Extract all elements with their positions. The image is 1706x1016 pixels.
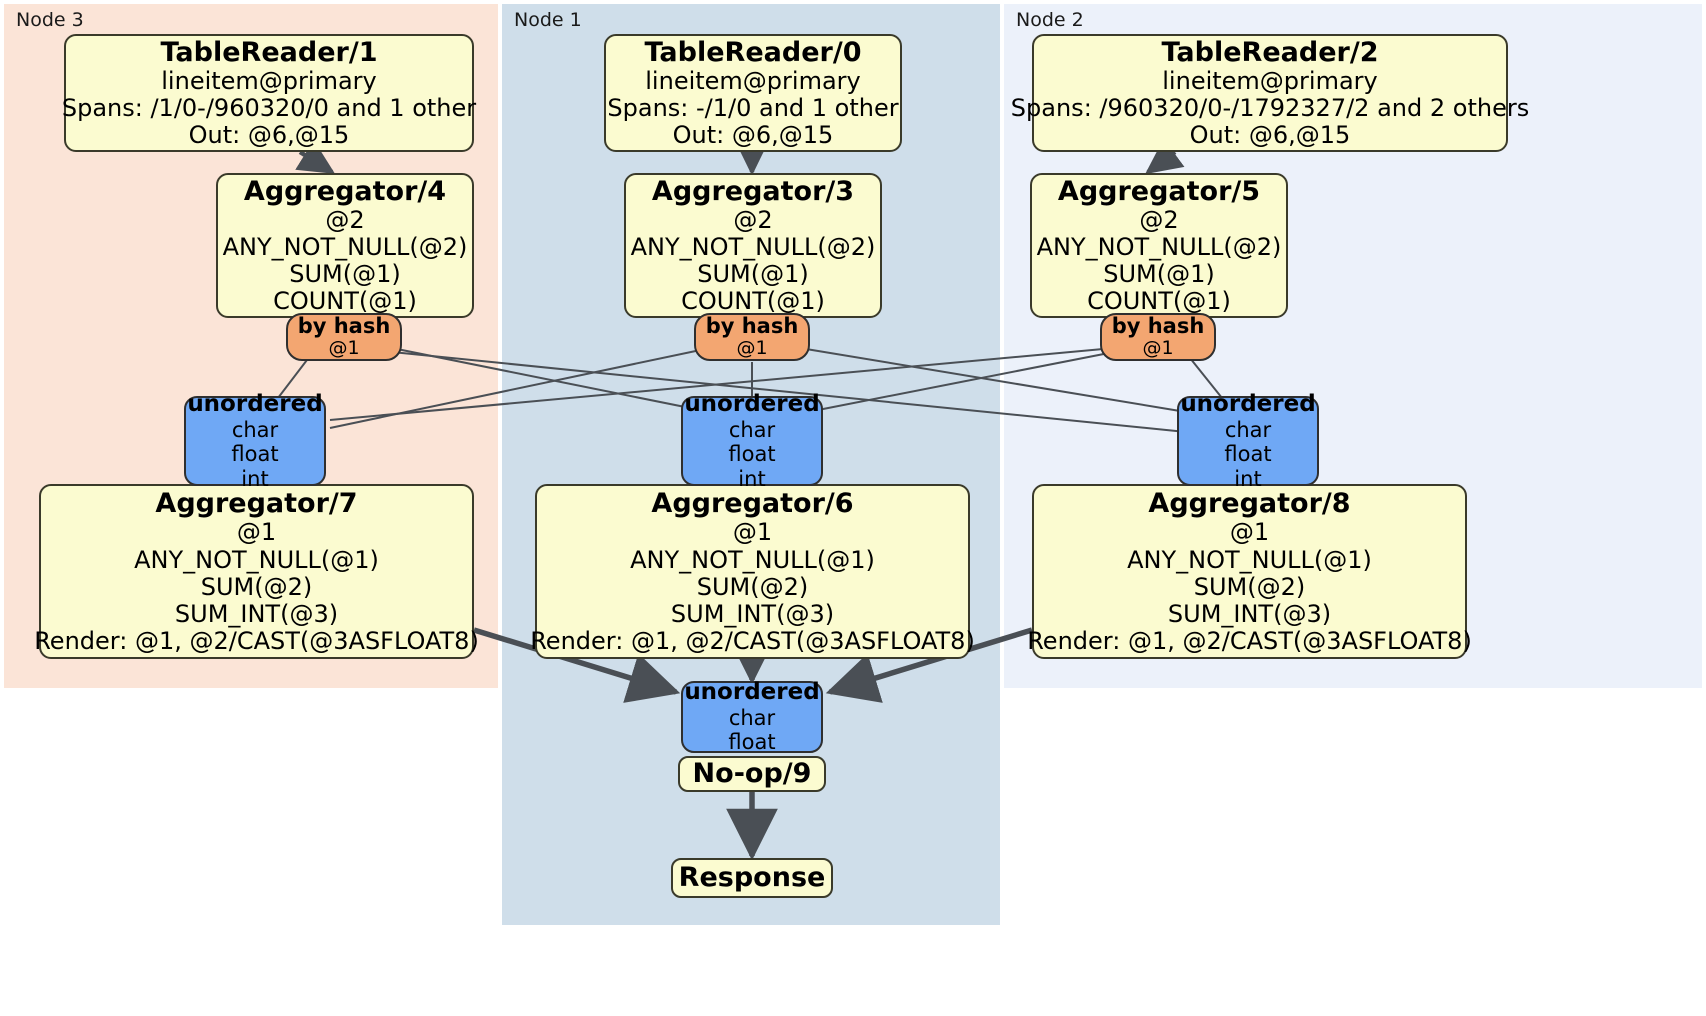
processor-tablereader-0[interactable]: TableReader/0 lineitem@primary Spans: -/… [604,34,902,152]
processor-detail-agg3: SUM_INT(@3) [1167,599,1332,628]
processor-detail-agg3: SUM_INT(@3) [174,599,339,628]
synchronizer-type-float: float [231,442,279,467]
processor-detail-agg2: SUM(@2) [696,572,809,601]
processor-detail-agg2: SUM(@1) [697,260,809,289]
panel-node-3-label: Node 3 [16,9,84,31]
router-title: by hash [705,314,799,339]
processor-aggregator-4[interactable]: Aggregator/4 @2 ANY_NOT_NULL(@2) SUM(@1)… [216,173,474,318]
processor-detail-groupcol: @1 [1229,518,1270,547]
processor-detail-spans: Spans: /1/0-/960320/0 and 1 other [61,94,477,123]
synchronizer-unordered-8[interactable]: unordered char float int [1177,391,1319,491]
synchronizer-type-float: float [728,442,776,467]
processor-aggregator-3[interactable]: Aggregator/3 @2 ANY_NOT_NULL(@2) SUM(@1)… [624,173,882,318]
panel-node-1-label: Node 1 [514,9,582,31]
processor-title: Aggregator/8 [1148,488,1351,520]
synchronizer-type-char: char [1224,417,1272,442]
processor-title: TableReader/2 [1161,36,1379,68]
synchronizer-unordered-7[interactable]: unordered char float int [184,391,326,491]
synchronizer-title: unordered [684,679,820,706]
processor-detail-render: Render: @1, @2/CAST(@3ASFLOAT8) [34,626,479,655]
processor-detail-table: lineitem@primary [1162,67,1378,95]
processor-detail-groupcol: @2 [325,205,365,234]
processor-tablereader-2[interactable]: TableReader/2 lineitem@primary Spans: /9… [1011,34,1529,152]
processor-response[interactable]: Response [671,858,833,898]
processor-detail-agg3: COUNT(@1) [1087,287,1231,316]
synchronizer-type-char: char [231,417,279,442]
processor-detail-out: Out: @6,@15 [672,121,834,150]
router-title: by hash [297,314,391,339]
router-detail-col: @1 [1142,337,1174,360]
processor-title: Aggregator/3 [651,175,855,207]
synchronizer-unordered-6[interactable]: unordered char float int [681,391,823,491]
processor-detail-agg2: SUM(@2) [1193,572,1306,601]
processor-tablereader-1[interactable]: TableReader/1 lineitem@primary Spans: /1… [61,34,477,152]
processor-detail-agg1: ANY_NOT_NULL(@2) [1036,233,1282,262]
processor-detail-spans: Spans: -/1/0 and 1 other [607,94,899,123]
router-detail-col: @1 [736,337,768,360]
router-by-hash-3[interactable]: by hash @1 [694,313,810,361]
synchronizer-type-int: int [738,466,766,491]
processor-detail-agg1: ANY_NOT_NULL(@2) [630,233,876,262]
router-by-hash-5[interactable]: by hash @1 [1100,313,1216,361]
router-by-hash-4[interactable]: by hash @1 [286,313,402,361]
processor-title: TableReader/0 [644,36,862,68]
synchronizer-title: unordered [187,391,323,418]
synchronizer-type-float: float [728,730,776,755]
processor-detail-table: lineitem@primary [161,67,377,95]
processor-detail-groupcol: @2 [1139,205,1179,234]
synchronizer-unordered-9[interactable]: unordered char float [681,679,823,755]
processor-detail-out: Out: @6,@15 [188,121,350,150]
synchronizer-title: unordered [1180,391,1316,418]
processor-title: Aggregator/7 [155,488,358,520]
processor-aggregator-6[interactable]: Aggregator/6 @1 ANY_NOT_NULL(@1) SUM(@2)… [530,484,975,659]
processor-detail-agg1: ANY_NOT_NULL(@1) [630,545,875,574]
panel-node-2-label: Node 2 [1016,9,1084,31]
router-title: by hash [1111,314,1205,339]
synchronizer-type-char: char [728,705,776,730]
synchronizer-type-char: char [728,417,776,442]
processor-detail-agg2: SUM(@1) [1103,260,1215,289]
synchronizer-title: unordered [684,391,820,418]
processor-detail-groupcol: @1 [236,518,277,547]
processor-detail-agg1: ANY_NOT_NULL(@1) [134,545,379,574]
processor-title: Aggregator/6 [651,488,854,520]
processor-no-op-9[interactable]: No-op/9 [678,756,826,792]
processor-detail-agg2: SUM(@2) [200,572,313,601]
processor-detail-render: Render: @1, @2/CAST(@3ASFLOAT8) [1027,626,1472,655]
processor-title: Response [678,862,826,894]
synchronizer-type-float: float [1224,442,1272,467]
processor-detail-render: Render: @1, @2/CAST(@3ASFLOAT8) [530,626,975,655]
processor-title: Aggregator/5 [1057,175,1261,207]
processor-title: TableReader/1 [160,36,378,68]
processor-detail-agg1: ANY_NOT_NULL(@2) [222,233,468,262]
processor-detail-agg3: COUNT(@1) [273,287,417,316]
processor-aggregator-5[interactable]: Aggregator/5 @2 ANY_NOT_NULL(@2) SUM(@1)… [1030,173,1288,318]
processor-detail-groupcol: @1 [732,518,773,547]
processor-aggregator-8[interactable]: Aggregator/8 @1 ANY_NOT_NULL(@1) SUM(@2)… [1027,484,1472,659]
synchronizer-type-int: int [1234,466,1262,491]
processor-detail-table: lineitem@primary [645,67,861,95]
processor-title: No-op/9 [692,758,812,790]
processor-detail-agg1: ANY_NOT_NULL(@1) [1127,545,1372,574]
processor-detail-spans: Spans: /960320/0-/1792327/2 and 2 others [1010,94,1530,123]
router-detail-col: @1 [328,337,360,360]
processor-title: Aggregator/4 [243,175,447,207]
processor-detail-agg2: SUM(@1) [289,260,401,289]
processor-detail-agg3: COUNT(@1) [681,287,825,316]
processor-detail-groupcol: @2 [733,205,773,234]
processor-detail-agg3: SUM_INT(@3) [670,599,835,628]
processor-detail-out: Out: @6,@15 [1189,121,1351,150]
synchronizer-type-int: int [241,466,269,491]
processor-aggregator-7[interactable]: Aggregator/7 @1 ANY_NOT_NULL(@1) SUM(@2)… [34,484,479,659]
